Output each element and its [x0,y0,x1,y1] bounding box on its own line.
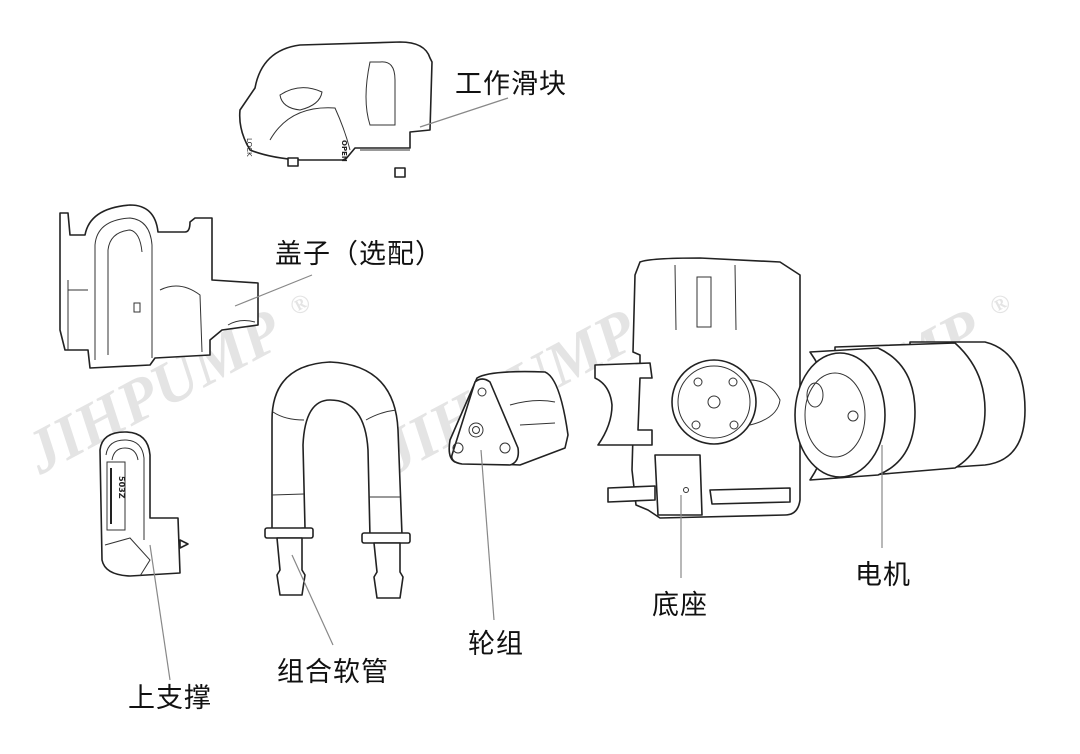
leader-upper-support [149,544,171,681]
part-motor [794,341,1026,548]
part-roller-group [448,370,569,621]
watermark-registered: ® [985,287,1016,322]
part-tube-assembly [264,361,411,646]
engraving-lock: LOCK [245,138,253,157]
leader-working-slider [419,97,509,128]
leader-roller-group [480,449,495,621]
engraving-open: OPEN [340,140,348,162]
label-cover-optional: 盖子（选配） [275,239,443,270]
part-cover-optional [59,204,313,369]
label-working-slider: 工作滑块 [455,69,567,100]
label-base: 底座 [652,590,708,621]
leader-tube-assembly [291,554,334,646]
tube-nut-left [264,527,314,539]
leader-cover-optional [234,274,313,307]
tube-nut-right [361,532,411,544]
watermark-registered: ® [285,287,316,322]
label-upper-support: 上支撑 [128,683,212,714]
part-upper-support: 503Z [99,431,189,681]
part-working-slider: LOCK OPEN [238,41,509,178]
part-base [594,257,801,578]
engraving-model: 503Z [117,476,126,499]
label-roller-group: 轮组 [468,629,524,660]
label-tube-assembly: 组合软管 [277,657,389,688]
label-motor: 电机 [855,560,911,591]
